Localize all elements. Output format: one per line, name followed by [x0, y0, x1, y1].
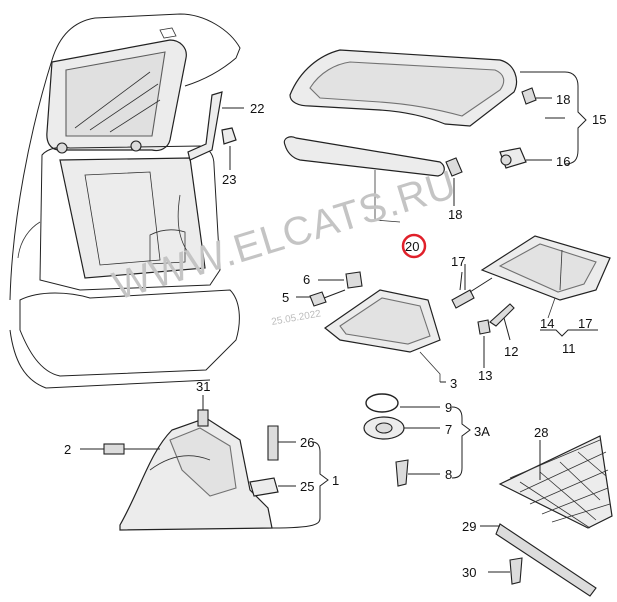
bracket-group-3A	[451, 406, 471, 479]
speaker-7	[363, 416, 440, 440]
callout-14[interactable]: 14	[540, 316, 554, 331]
callout-17-group[interactable]: 17	[578, 316, 592, 331]
callout-31[interactable]: 31	[196, 379, 210, 394]
callout-12[interactable]: 12	[504, 344, 518, 359]
tray-3	[323, 289, 441, 382]
callout-2[interactable]: 2	[64, 442, 71, 457]
strip-29-bolt-30	[480, 523, 597, 597]
highlight-circle	[401, 233, 427, 259]
speaker-ring-9	[365, 393, 440, 413]
callout-23[interactable]: 23	[222, 172, 236, 187]
callout-3[interactable]: 3	[450, 376, 457, 391]
side-trim-1	[119, 417, 273, 531]
callout-18-lower[interactable]: 18	[448, 207, 462, 222]
clip-23	[221, 127, 237, 170]
gas-strut-12	[451, 264, 515, 360]
callout-6[interactable]: 6	[303, 272, 310, 287]
bracket-16	[499, 147, 552, 169]
callout-8[interactable]: 8	[445, 467, 452, 482]
callout-22[interactable]: 22	[250, 101, 264, 116]
callout-29[interactable]: 29	[462, 519, 476, 534]
bracket-group-1	[271, 441, 329, 529]
callout-1[interactable]: 1	[332, 473, 339, 488]
leader-lines	[440, 271, 485, 383]
hook-26	[267, 425, 296, 461]
bracket-group-15	[564, 71, 587, 165]
storage-tray-14	[480, 235, 611, 319]
callout-16[interactable]: 16	[556, 154, 570, 169]
callout-5[interactable]: 5	[282, 290, 289, 305]
grommet-31	[197, 395, 209, 427]
callout-20[interactable]: 20	[405, 239, 419, 254]
bolt-5-clip-6	[296, 271, 363, 307]
callout-25[interactable]: 25	[300, 479, 314, 494]
trim-strip-22	[187, 91, 244, 161]
luggage-net-28	[498, 435, 613, 529]
callout-13[interactable]: 13	[478, 368, 492, 383]
callout-28[interactable]: 28	[534, 425, 548, 440]
callout-15[interactable]: 15	[592, 112, 606, 127]
watermark-date: 25.05.2022	[271, 308, 323, 328]
callout-9[interactable]: 9	[445, 400, 452, 415]
screw-8	[395, 459, 440, 487]
hook-25	[249, 477, 296, 497]
callout-30[interactable]: 30	[462, 565, 476, 580]
callout-11[interactable]: 11	[562, 341, 576, 356]
plug-2	[80, 443, 160, 455]
callout-26[interactable]: 26	[300, 435, 314, 450]
callout-17[interactable]: 17	[451, 254, 465, 269]
callout-labels: 22 23 18 15 16 18 20 17 6 5 14 17 11 12 …	[64, 92, 606, 580]
callout-7[interactable]: 7	[445, 422, 452, 437]
shelf-support-20	[283, 136, 445, 223]
bracket-group-11	[540, 329, 598, 337]
parcel-shelf-15	[289, 49, 565, 127]
callout-18[interactable]: 18	[556, 92, 570, 107]
callout-3a[interactable]: 3A	[474, 424, 490, 439]
hook-18	[445, 87, 552, 206]
car-rear-drawing	[9, 13, 241, 389]
